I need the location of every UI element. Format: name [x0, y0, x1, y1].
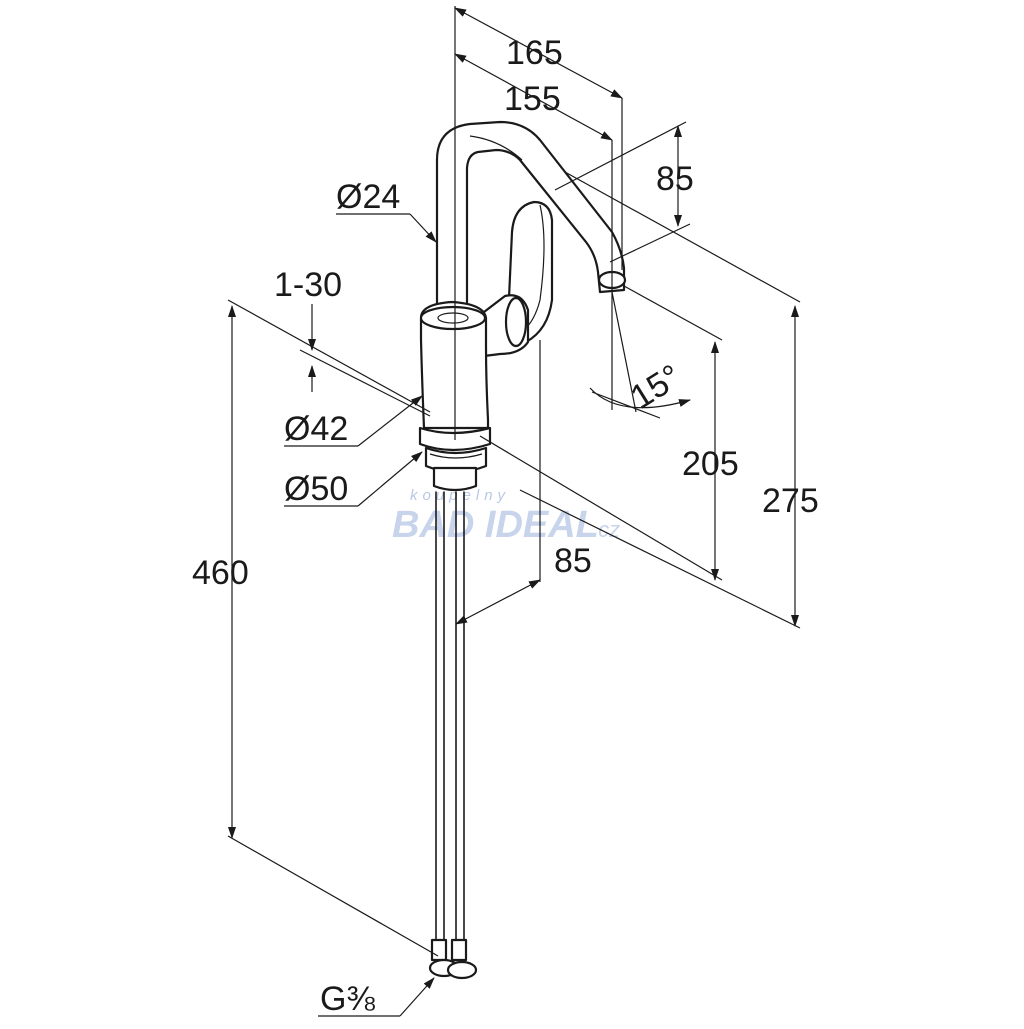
lever-collar — [504, 296, 528, 348]
watermark-line3: .cz — [592, 517, 620, 542]
dim-165: 165 — [506, 34, 563, 72]
lever-edge — [523, 204, 545, 331]
supply-hoses — [435, 491, 465, 951]
dim-460: 460 — [192, 554, 249, 592]
watermark-line2: BAD IDEAL — [392, 504, 599, 546]
dim-range: 1-30 — [274, 266, 342, 304]
dim-155: 155 — [504, 80, 561, 118]
hose-fittings — [428, 938, 478, 980]
faucet-outline — [418, 120, 627, 980]
dim-85-depth: 85 — [554, 542, 592, 580]
body-top-cap — [419, 305, 487, 331]
dim-85-spout: 85 — [656, 160, 694, 198]
watermark-line1: koupelny — [410, 487, 510, 504]
dimension-lines — [227, 6, 801, 1017]
mount-shank — [432, 466, 478, 492]
nut-thread — [429, 453, 483, 459]
dim-205: 205 — [682, 445, 739, 483]
dim-base-diameter: Ø50 — [284, 470, 348, 508]
dim-thread: G⅜ — [320, 980, 375, 1018]
dim-pipe-diameter: Ø24 — [336, 178, 400, 216]
pipe-socket — [437, 312, 469, 324]
dim-275: 275 — [762, 482, 819, 520]
watermark: koupelny BAD IDEAL .cz — [392, 487, 620, 546]
dim-body-diameter: Ø42 — [284, 410, 348, 448]
